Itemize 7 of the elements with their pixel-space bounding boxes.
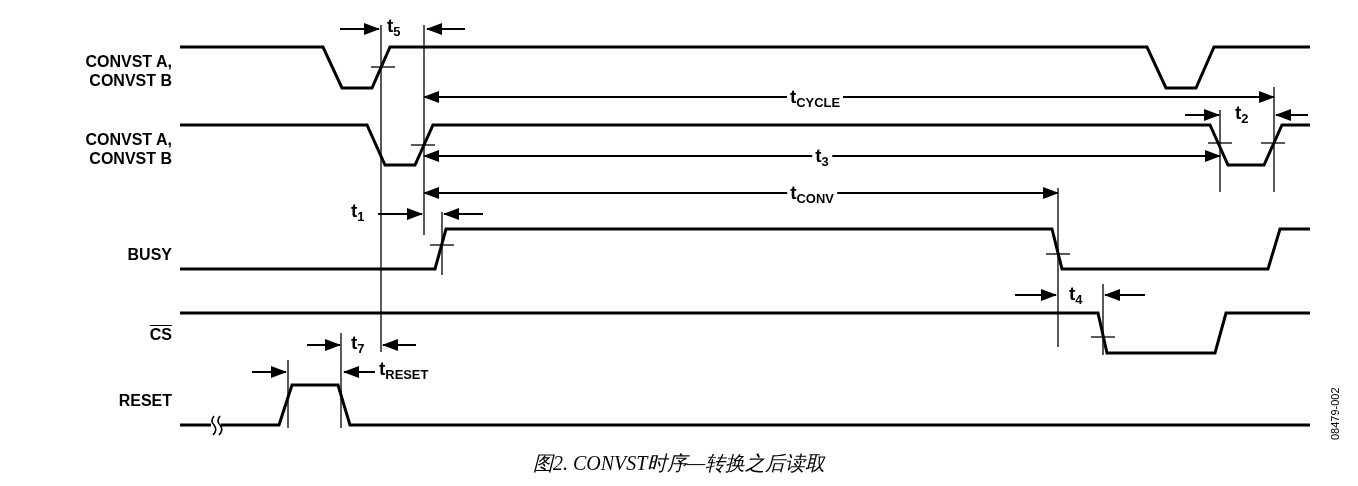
- signal-name: BUSY: [126, 245, 172, 264]
- figure-number: 08479-002: [1329, 387, 1342, 440]
- signal-name: RESET: [117, 391, 172, 410]
- caption: 图2. CONVST时序—转换之后读取: [531, 451, 827, 476]
- signal-name: CONVST A, CONVST B: [84, 130, 172, 168]
- signal-name: CS: [148, 325, 172, 344]
- signal-name: CONVST A, CONVST B: [84, 52, 172, 90]
